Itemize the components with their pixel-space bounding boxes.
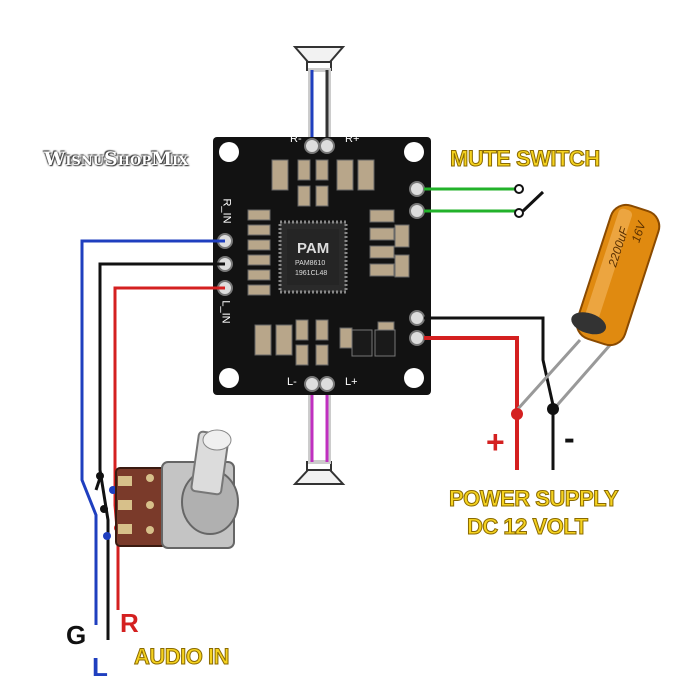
pin-label-l-minus: L- [287, 376, 297, 388]
ground-label: G [66, 620, 87, 650]
power-wires [424, 316, 612, 470]
chip-model: PAM8610 [295, 260, 326, 267]
potentiometer [115, 429, 239, 549]
speaker-left [292, 461, 346, 485]
speaker-right [292, 46, 346, 71]
negative-label: - [564, 420, 575, 456]
pin-label-r-plus: R+ [345, 133, 360, 145]
left-channel-label: L [92, 652, 108, 682]
capacitor [571, 203, 661, 347]
watermark: WisnuShopMix [44, 148, 189, 170]
chip-code: 1961CL48 [295, 270, 328, 277]
smd-components [247, 159, 410, 366]
pin-label-r-in: R_IN [220, 198, 233, 224]
right-channel-label: R [120, 608, 139, 638]
mute-wires [424, 184, 545, 218]
mute-switch-label: MUTE SWITCH [450, 146, 601, 172]
power-supply-label: POWER SUPPLY [448, 486, 619, 512]
pin-label-l-plus: L+ [345, 376, 358, 388]
pin-label-r-minus: R- [290, 133, 302, 145]
chip-logo: PAM [297, 240, 330, 257]
board-pins [217, 138, 425, 392]
pam-chip [278, 220, 348, 294]
power-voltage-label: DC 12 VOLT [467, 514, 589, 540]
audio-in-label: AUDIO IN [134, 644, 231, 670]
positive-label: + [486, 424, 505, 460]
pin-label-l-in: L_IN [219, 300, 232, 324]
